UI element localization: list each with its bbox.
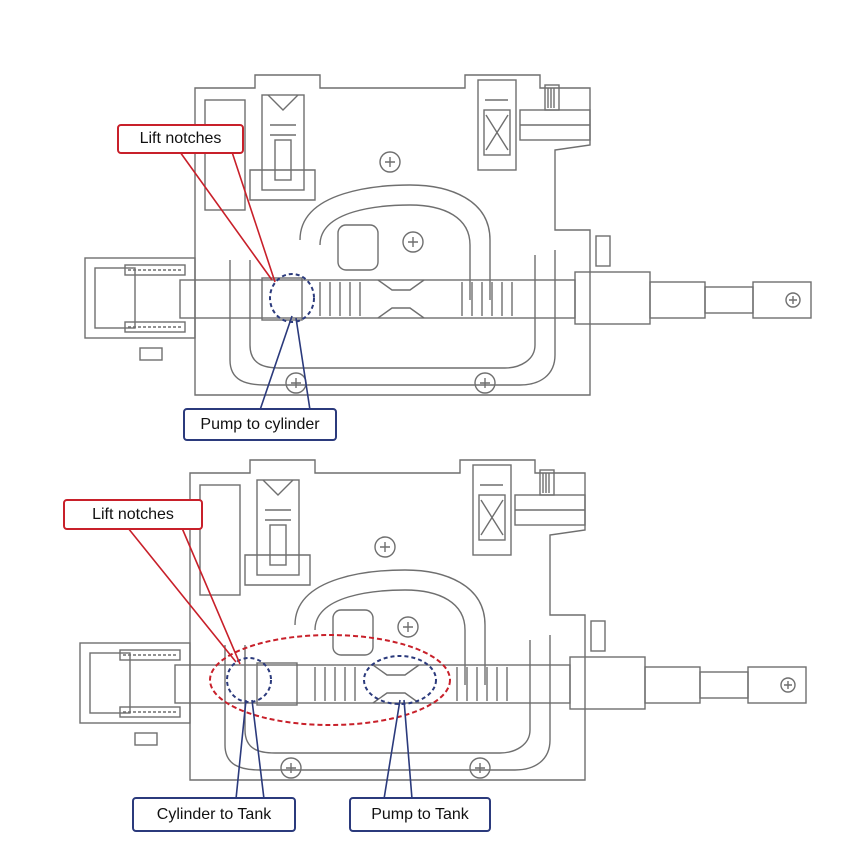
bottom-pump-leader — [383, 699, 413, 800]
bottom-pump-circle — [363, 655, 437, 705]
top-lift-notch-circle — [269, 273, 315, 323]
bottom-cylinder-circle — [226, 657, 272, 703]
bottom-cylinder-leader — [235, 699, 265, 800]
bottom-lift-leader — [127, 527, 241, 665]
top-lift-leader — [179, 151, 276, 283]
top-lift-notches-label: Lift notches — [117, 124, 244, 154]
bottom-lift-notches-label: Lift notches — [63, 499, 203, 530]
bottom-flow-region-circle — [209, 634, 451, 726]
top-pump-to-cylinder-label: Pump to cylinder — [183, 408, 337, 441]
bottom-cylinder-to-tank-label: Cylinder to Tank — [132, 797, 296, 832]
top-pump-leader — [259, 315, 311, 411]
bottom-pump-to-tank-label: Pump to Tank — [349, 797, 491, 832]
top-valve — [84, 74, 812, 396]
